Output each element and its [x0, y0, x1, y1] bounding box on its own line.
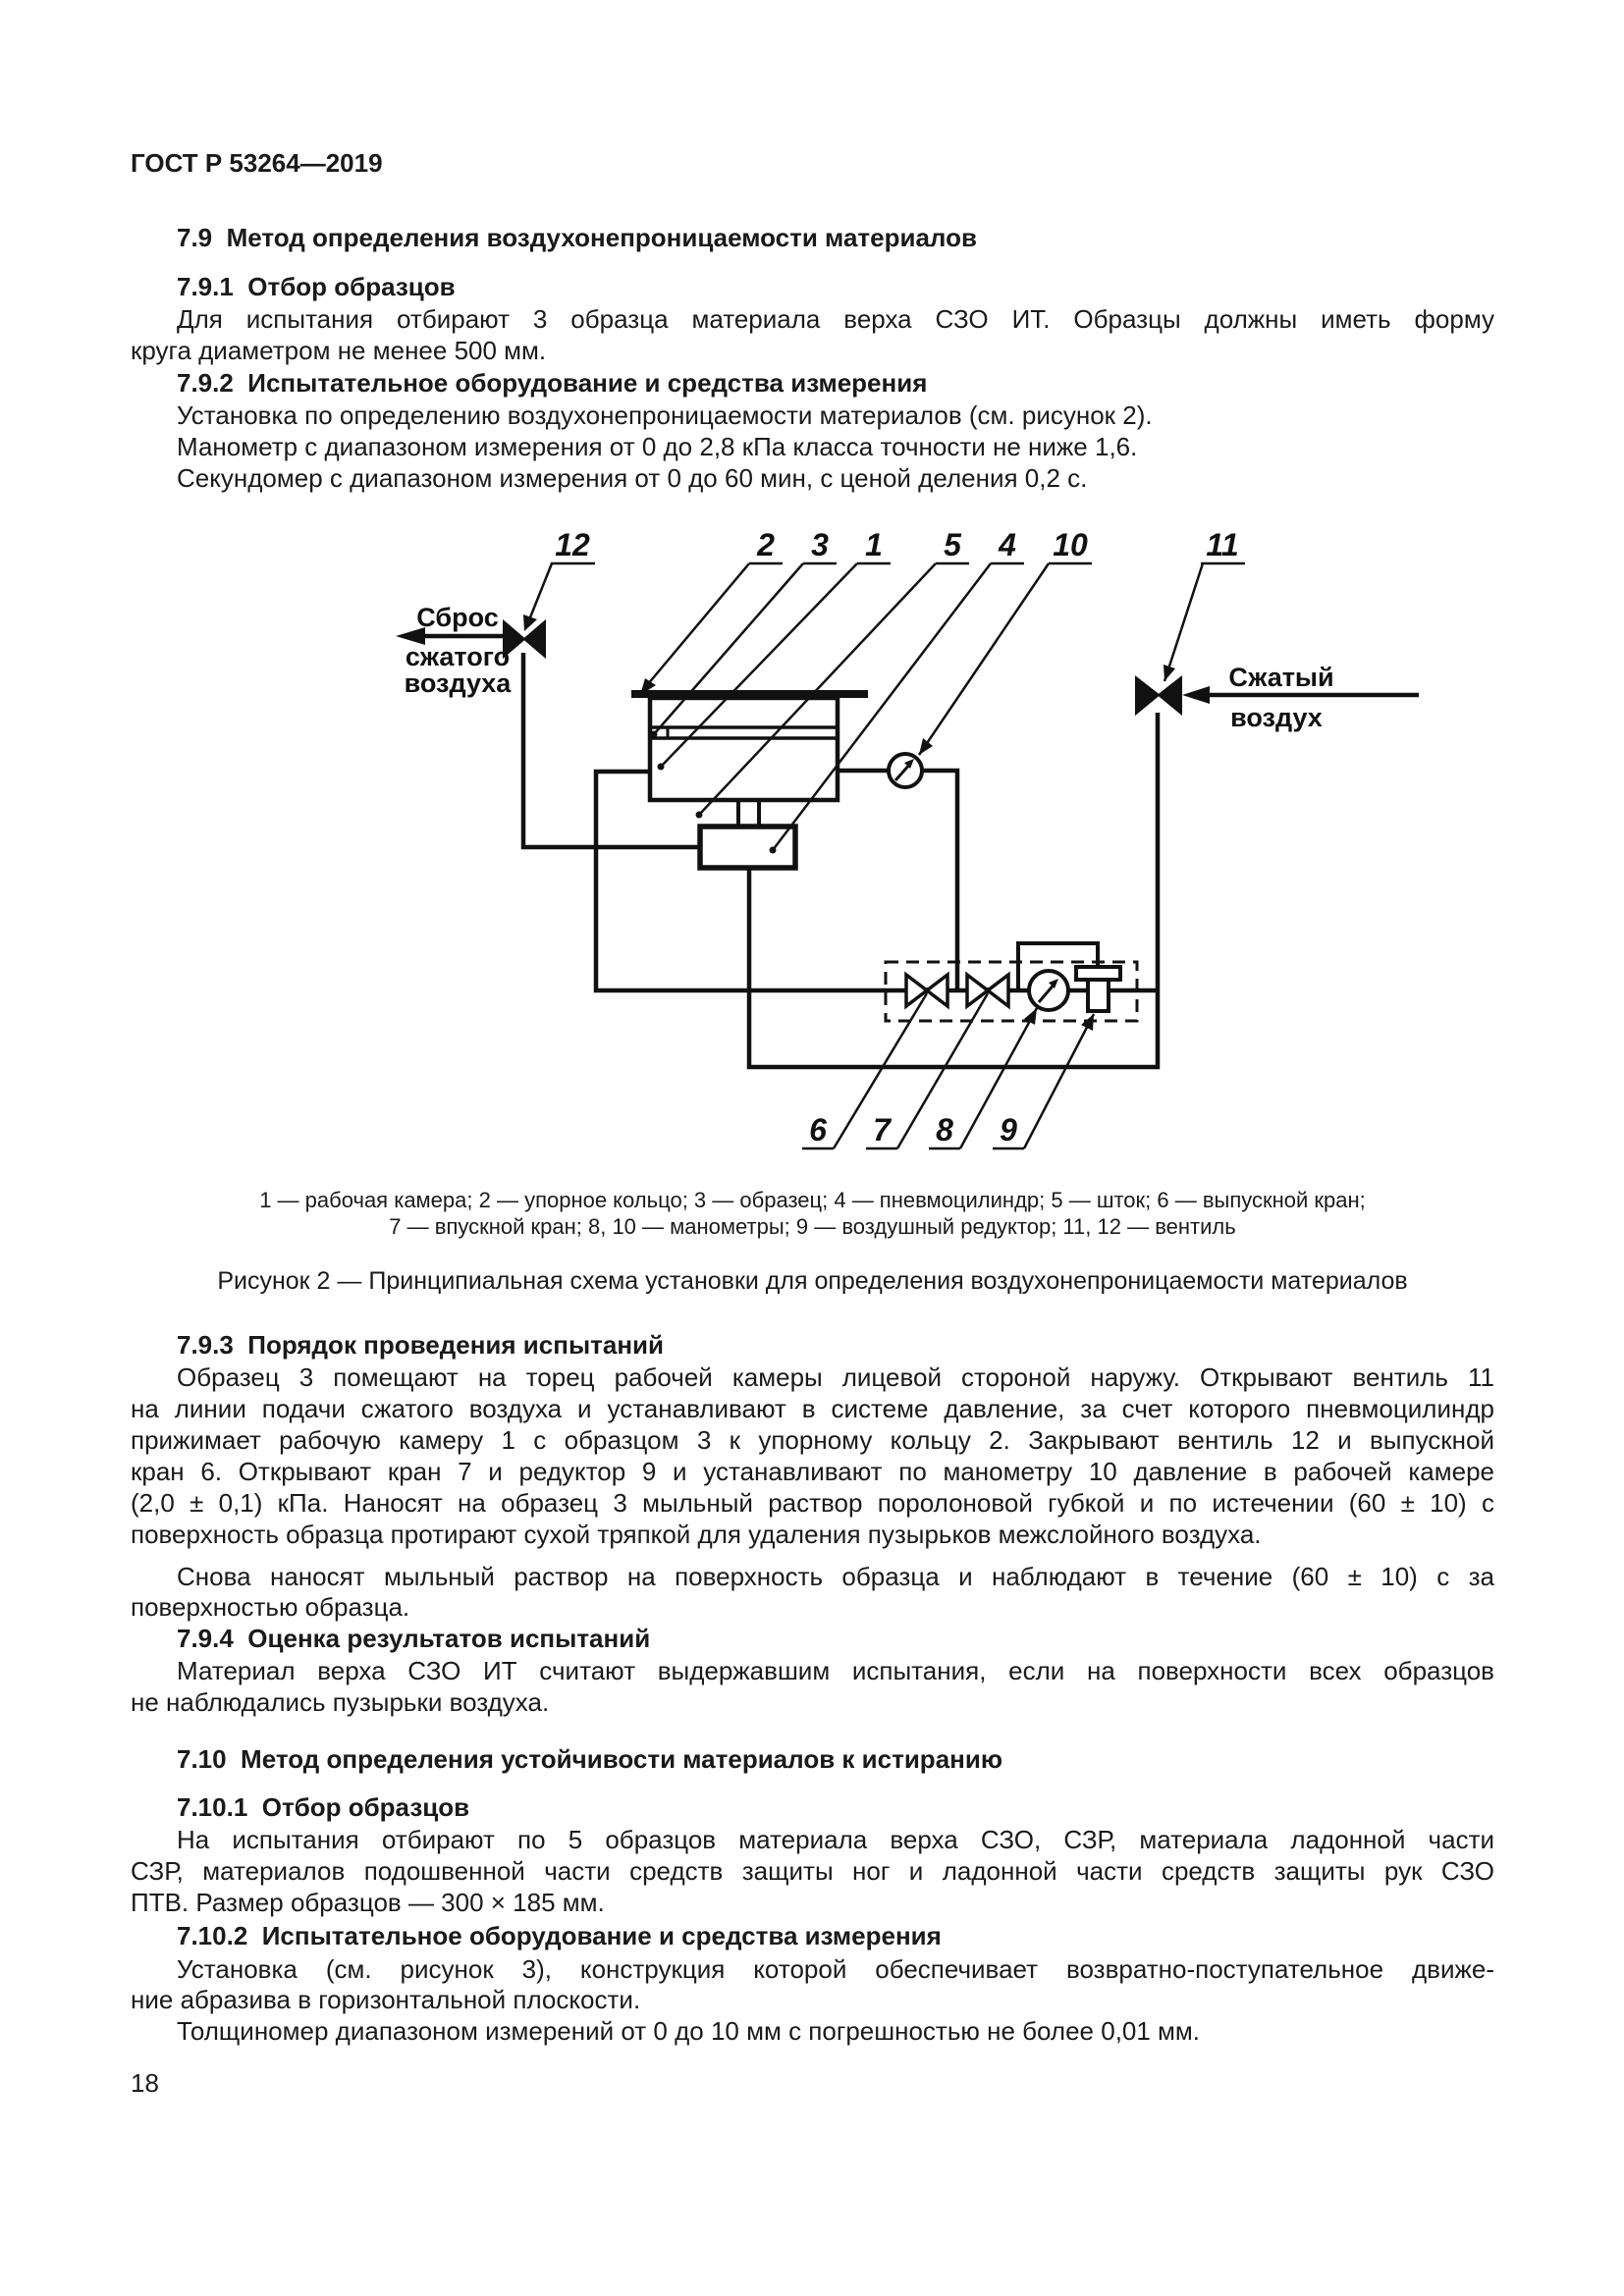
figure-legend-line1: 1 — рабочая камера; 2 — упорное кольцо; … [259, 1188, 1366, 1212]
para-line: ние абразива в горизонтальной плоскости. [131, 1985, 641, 2014]
supply-label-line1: Сжатый [1228, 663, 1333, 692]
vent-label-line1: Сброс [416, 603, 498, 632]
heading-7-9-2: 7.9.2 Испытательное оборудование и средс… [177, 368, 928, 398]
callout-9: 9 [1000, 1112, 1017, 1148]
para-line: Установка (см. рисунок 3), конструкция к… [177, 1954, 1494, 1984]
para-line: поверхностью образца. [131, 1592, 410, 1622]
para-line: круга диаметром не менее 500 мм. [131, 336, 547, 365]
figure-caption: Рисунок 2 — Принципиальная схема установ… [217, 1267, 1408, 1295]
valve-block-dashed-box [884, 960, 1139, 1023]
figure-2-schematic: 12 2 3 1 5 4 10 11 6 7 8 9 Сброс сжатого… [396, 527, 1419, 1150]
callout-11: 11 [1206, 527, 1238, 562]
supply-label-line2: воздух [1230, 703, 1323, 732]
para-line: Снова наносят мыльный раствор на поверхн… [177, 1562, 1494, 1591]
para-line: СЗР, материалов подошвенной части средст… [131, 1856, 1494, 1886]
callout-2: 2 [756, 527, 775, 562]
heading-7-10-2: 7.10.2 Испытательное оборудование и сред… [177, 1921, 942, 1950]
para-line: Для испытания отбирают 3 образца материа… [177, 304, 1494, 334]
para-line: ПТВ. Размер образцов — 300 × 185 мм. [131, 1888, 605, 1917]
reducer-9 [1074, 965, 1122, 1013]
para-line: Материал верха СЗО ИТ считают выдержавши… [177, 1656, 1494, 1685]
heading-7-10: 7.10 Метод определения устойчивости мате… [177, 1744, 1003, 1774]
heading-7-9: 7.9 Метод определения воздухонепроницаем… [177, 223, 977, 252]
para-line: Секундомер с диапазоном измерения от 0 д… [177, 463, 1088, 493]
callout-3: 3 [811, 527, 829, 562]
para-line: кран 6. Открывают кран 7 и редуктор 9 и … [131, 1457, 1494, 1486]
para-line: На испытания отбирают по 5 образцов мате… [177, 1825, 1494, 1854]
vent-label-line3: воздуха [405, 668, 513, 698]
callout-10: 10 [1053, 527, 1088, 562]
para-line: Установка по определению воздухонепрониц… [177, 400, 1153, 430]
para-line: поверхность образца протирают сухой тряп… [131, 1520, 1262, 1549]
para-line: Манометр с диапазоном измерения от 0 до … [177, 432, 1138, 461]
para-line: (2,0 ± 0,1) кПа. Наносят на образец 3 мы… [131, 1488, 1494, 1518]
figure-legend-line2: 7 — впускной кран; 8, 10 — манометры; 9 … [389, 1214, 1236, 1239]
page-number: 18 [131, 2068, 159, 2098]
callout-12: 12 [555, 527, 590, 562]
callout-8: 8 [936, 1112, 953, 1148]
valve-7 [965, 971, 1010, 1010]
callout-5: 5 [944, 527, 962, 562]
valve-11 [1135, 674, 1182, 717]
para-line: на линии подачи сжатого воздуха и устана… [131, 1394, 1494, 1423]
valve-6 [904, 971, 949, 1010]
para-line: Толщиномер диапазоном измерений от 0 до … [177, 2016, 1201, 2046]
supply-arrowhead [1182, 686, 1210, 704]
heading-7-9-1: 7.9.1 Отбор образцов [177, 272, 456, 301]
doc-header: ГОСТ Р 53264—2019 [131, 148, 383, 178]
para-line: прижимает рабочую камеру 1 с образцом 3 … [131, 1425, 1494, 1455]
callout-7: 7 [873, 1112, 893, 1148]
heading-7-9-3: 7.9.3 Порядок проведения испытаний [177, 1330, 665, 1360]
gauge-10 [887, 752, 924, 789]
gauge-8 [1027, 969, 1070, 1012]
vent-label-line2: сжатого [406, 642, 510, 671]
callout-4: 4 [998, 527, 1016, 562]
callout-1: 1 [865, 527, 883, 562]
heading-7-10-1: 7.10.1 Отбор образцов [177, 1792, 470, 1822]
para-line: не наблюдались пузырьки воздуха. [131, 1687, 550, 1717]
para-line: Образец 3 помещают на торец рабочей каме… [177, 1362, 1494, 1392]
valve-12 [503, 618, 546, 660]
callout-6: 6 [809, 1112, 827, 1148]
heading-7-9-4: 7.9.4 Оценка результатов испытаний [177, 1624, 651, 1653]
vent-arrowhead [396, 627, 425, 645]
